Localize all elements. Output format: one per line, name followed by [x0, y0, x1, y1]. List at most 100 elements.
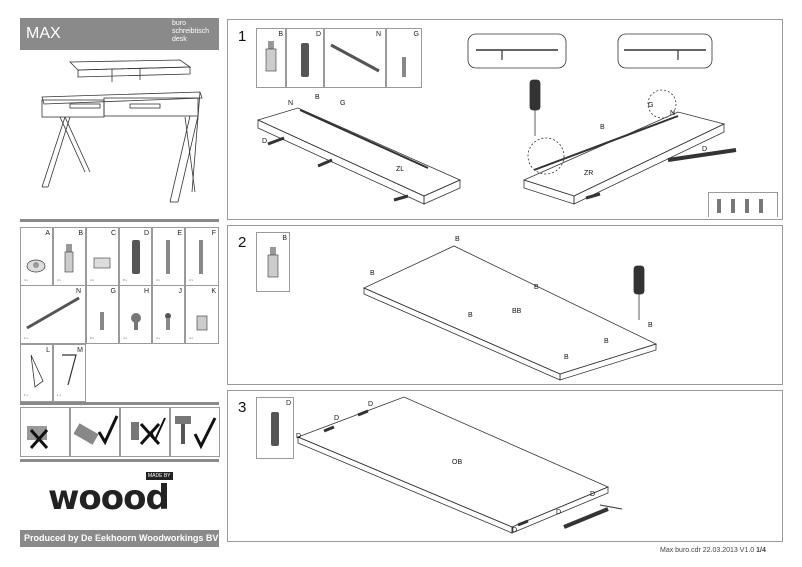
part-b-box: B — [256, 28, 286, 88]
hardware-letter: M — [77, 347, 83, 354]
allen-key-icon — [62, 354, 77, 386]
label-g-right: G — [648, 102, 654, 109]
hardware-letter: D — [143, 230, 149, 237]
cross-icon — [27, 426, 49, 449]
hammer-ok-tile — [170, 407, 220, 457]
hardware-letter: N — [75, 288, 81, 295]
label-b-4: B — [468, 312, 473, 319]
cam-bolt-icon — [64, 244, 74, 273]
hardware-h: H 4 x — [119, 285, 152, 344]
label-d-3: D — [368, 401, 374, 408]
hardware-qty: 4 x — [189, 278, 194, 282]
cam-bolt-icon — [265, 41, 277, 72]
step-1-panel: 1 B D N G — [227, 19, 783, 220]
step-number: 2 — [238, 234, 247, 251]
page-number: 1/4 — [756, 547, 766, 554]
product-title: MAX — [26, 25, 61, 42]
drawer-runner-icon — [26, 296, 80, 330]
label-b-1: B — [455, 236, 460, 243]
label-d-right: D — [702, 146, 708, 153]
page-footer: Max buro.cdr 22.03.2013 V1.0 1/4 — [660, 547, 766, 554]
hardware-qty: 2 x — [24, 336, 29, 340]
hardware-a: A 4 x — [20, 227, 53, 286]
subtitle-line-2: schreibtisch — [172, 28, 209, 35]
step-2-drawing — [363, 245, 658, 381]
hardware-letter: J — [178, 288, 183, 295]
hardware-j: J 4 x — [152, 285, 185, 344]
label-bb: BB — [512, 308, 522, 315]
product-subtitle: buro schreibtisch desk — [172, 20, 209, 44]
step-3-panel: 3 D OB D D D D D D — [227, 390, 783, 542]
no-power-drill-tile — [20, 407, 70, 457]
inset-detail — [708, 192, 778, 217]
label-n-right: N — [670, 110, 676, 117]
screw-icon — [100, 312, 104, 330]
separator — [20, 459, 219, 462]
hardware-qty: 4 x — [156, 336, 161, 340]
screws-inset-icon — [717, 199, 763, 213]
step-number: 3 — [238, 399, 247, 416]
check-icon — [73, 415, 119, 446]
step-3-drawing — [296, 396, 623, 534]
hex-key-icon — [30, 354, 44, 388]
step-number: 1 — [238, 28, 247, 45]
label-d: D — [262, 138, 268, 145]
hardware-qty: 8 x — [123, 278, 128, 282]
file-info: Max buro.cdr 22.03.2013 V1.0 — [660, 547, 755, 554]
hardware-letter: K — [211, 288, 216, 295]
hardware-e: E 4 x — [152, 227, 185, 286]
hardware-grid: A 4 x B 4 x C 4 x D 8 x E 4 x F 4 x N 2 … — [20, 227, 219, 402]
tool-guidance — [20, 407, 220, 457]
hardware-letter: L — [46, 347, 50, 354]
step-1-drawing — [256, 33, 737, 205]
hardware-qty: 4 x — [57, 278, 62, 282]
glue-ok-tile — [70, 407, 120, 457]
producer-bar: Produced by De Eekhoorn Woodworkings BV — [20, 530, 219, 547]
insert-nut-icon — [196, 315, 208, 331]
screw-icon — [402, 57, 406, 77]
label-b-6: B — [604, 338, 609, 345]
drawer-runner-icon — [330, 43, 380, 73]
cam-lock-icon — [26, 259, 46, 273]
part-letter: B — [278, 31, 283, 38]
label-ob: OB — [452, 459, 463, 466]
label-g: G — [340, 100, 346, 107]
label-b-2: B — [370, 270, 375, 277]
hardware-letter: C — [110, 230, 116, 237]
label-b-right: B — [600, 124, 605, 131]
part-d-box: D — [256, 397, 294, 459]
hardware-n: N 2 x — [20, 285, 86, 344]
cross-icon — [131, 417, 166, 446]
hardware-l: L 1 x — [20, 344, 53, 402]
screw-icon — [199, 240, 203, 274]
hardware-qty: 4 x — [156, 278, 161, 282]
check-icon — [175, 416, 217, 450]
brand-logo: woood MADE BY — [48, 472, 198, 518]
connector-icon — [93, 257, 111, 269]
hardware-letter: B — [78, 230, 83, 237]
desk-illustration — [41, 59, 203, 203]
label-d-2: D — [334, 415, 340, 422]
hardware-qty: 4 x — [123, 336, 128, 340]
hardware-f: F 4 x — [185, 227, 219, 286]
subtitle-line-3: desk — [172, 36, 187, 43]
label-zr: ZR — [584, 170, 594, 177]
label-b-3: B — [534, 284, 539, 291]
dowel-icon — [271, 412, 279, 446]
hardware-letter: E — [177, 230, 182, 237]
hardware-c: C 4 x — [86, 227, 119, 286]
part-g-box: G — [386, 28, 422, 88]
separator — [20, 402, 219, 405]
hardware-letter: H — [143, 288, 149, 295]
hardware-qty: 4 x — [90, 278, 95, 282]
dowel-icon — [132, 240, 140, 274]
part-d-box: D — [286, 28, 324, 88]
hardware-letter: G — [110, 288, 116, 295]
hardware-qty: 4 x — [24, 278, 29, 282]
part-letter: N — [375, 31, 381, 38]
hardware-letter: F — [211, 230, 216, 237]
screw-icon — [166, 240, 170, 274]
hardware-d: D 8 x — [119, 227, 152, 286]
hardware-qty: 4 x — [189, 336, 194, 340]
part-letter: G — [413, 31, 419, 38]
